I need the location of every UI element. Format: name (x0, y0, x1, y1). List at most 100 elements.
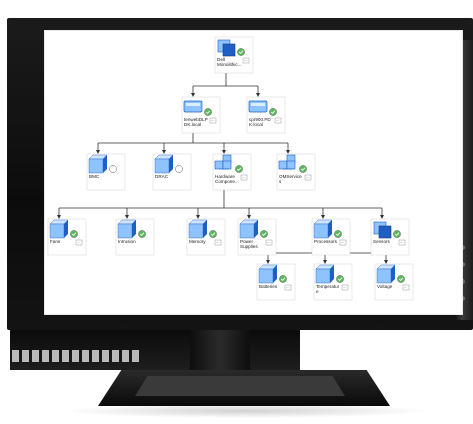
node-label: e (316, 289, 319, 294)
server-icon (183, 100, 203, 113)
cube-icon (188, 219, 208, 239)
node-label: Memory (189, 239, 206, 244)
node-label: Dell (217, 57, 225, 62)
node-label: Processors (314, 239, 338, 244)
menu-glyph: ··· (211, 118, 215, 123)
status-ok-icon (204, 108, 212, 116)
menu-glyph: ··· (77, 240, 81, 245)
node-label: Voltage (377, 284, 393, 289)
vent-slot (132, 350, 139, 362)
menu-glyph: ··· (242, 175, 246, 180)
vent-slot (62, 350, 69, 362)
node-label: Temperatur (316, 284, 340, 289)
speaker-vents (12, 350, 142, 362)
node-menu-button[interactable]: ··· (341, 284, 349, 291)
vent-slot (112, 350, 119, 362)
status-ok-icon (269, 108, 277, 116)
stand-base-top (135, 376, 345, 396)
node-menu-button[interactable]: ··· (240, 174, 248, 181)
cube-icon (258, 264, 278, 284)
cube-icon (315, 264, 335, 284)
node-menu-button[interactable]: ··· (339, 239, 347, 246)
status-unknown-icon (175, 165, 183, 173)
arrow-head (384, 260, 388, 264)
node-menu-button[interactable]: ··· (75, 239, 83, 246)
arrow-head (380, 215, 384, 219)
node-menu-button[interactable]: ··· (284, 284, 292, 291)
node-label: BMC (89, 174, 100, 179)
menu-glyph: ··· (341, 240, 345, 245)
node-sensors[interactable]: Sensors··· (370, 218, 410, 256)
node-label: Hardware (215, 174, 235, 179)
cube-icon (117, 219, 137, 239)
vent-slot (52, 350, 59, 362)
node-voltage[interactable]: Voltage ··· (374, 263, 414, 301)
node-drac[interactable]: DRAC (152, 153, 192, 191)
node-menu-button[interactable]: ··· (242, 57, 250, 64)
arrow-head (125, 215, 129, 219)
arrow-head (321, 215, 325, 219)
status-ok-icon (334, 230, 342, 238)
status-ok-icon (299, 165, 307, 173)
cube-icon (49, 219, 69, 239)
floor-shadow (60, 404, 430, 418)
menu-glyph: ··· (404, 285, 408, 290)
node-label: Batteries (259, 284, 278, 289)
node-server2[interactable]: cpr900.PDK.local ··· (246, 96, 286, 134)
status-ok-icon (138, 230, 146, 238)
status-ok-icon (237, 48, 245, 56)
services-icon (278, 154, 296, 170)
vent-slot (12, 350, 19, 362)
node-label: cpr900.PD (249, 117, 271, 122)
node-menu-button[interactable]: ··· (265, 239, 273, 246)
cube-icon (313, 219, 333, 239)
menu-glyph: ··· (286, 285, 290, 290)
node-menu-button[interactable]: ··· (304, 174, 312, 181)
menu-glyph: ··· (343, 285, 347, 290)
node-intrusion[interactable]: Intrusion (115, 218, 155, 256)
status-unknown-icon (109, 165, 117, 173)
node-menu-button[interactable]: ··· (209, 117, 217, 124)
arrow-head (57, 215, 61, 219)
cube-group-icon (373, 221, 392, 239)
status-ok-icon (235, 165, 243, 173)
cube-icon (376, 264, 396, 284)
status-ok-icon (336, 275, 344, 283)
vent-slot (122, 350, 129, 362)
node-processors[interactable]: Processors··· (311, 218, 351, 256)
node-memory[interactable]: Memory ··· (186, 218, 226, 256)
node-label: K.local (249, 122, 263, 127)
vent-slot (92, 350, 99, 362)
node-label: DK.local (184, 122, 201, 127)
node-label: Monolithic... (217, 62, 242, 67)
vent-slot (42, 350, 49, 362)
arrow-head (266, 260, 270, 264)
menu-glyph: ··· (244, 58, 248, 63)
node-batteries[interactable]: Batteries ··· (256, 263, 296, 301)
status-ok-icon (279, 275, 287, 283)
node-label: tenwebDLP (184, 117, 208, 122)
server-icon (248, 100, 268, 113)
node-menu-button[interactable]: ··· (398, 239, 406, 246)
node-menu-button[interactable]: ··· (402, 284, 410, 291)
node-fans[interactable]: Fans ··· (47, 218, 87, 256)
node-label: Fans (50, 239, 61, 244)
node-menu-button[interactable]: ··· (274, 117, 282, 124)
status-ok-icon (70, 230, 78, 238)
vent-slot (22, 350, 29, 362)
cube-icon (88, 154, 108, 174)
menu-glyph: ··· (267, 240, 271, 245)
status-ok-icon (397, 275, 405, 283)
node-frame (276, 153, 316, 191)
node-bmc[interactable]: BMC (86, 153, 126, 191)
node-label: s (279, 179, 282, 184)
node-label: OMService (279, 174, 302, 179)
node-menu-button[interactable]: ··· (214, 239, 222, 246)
